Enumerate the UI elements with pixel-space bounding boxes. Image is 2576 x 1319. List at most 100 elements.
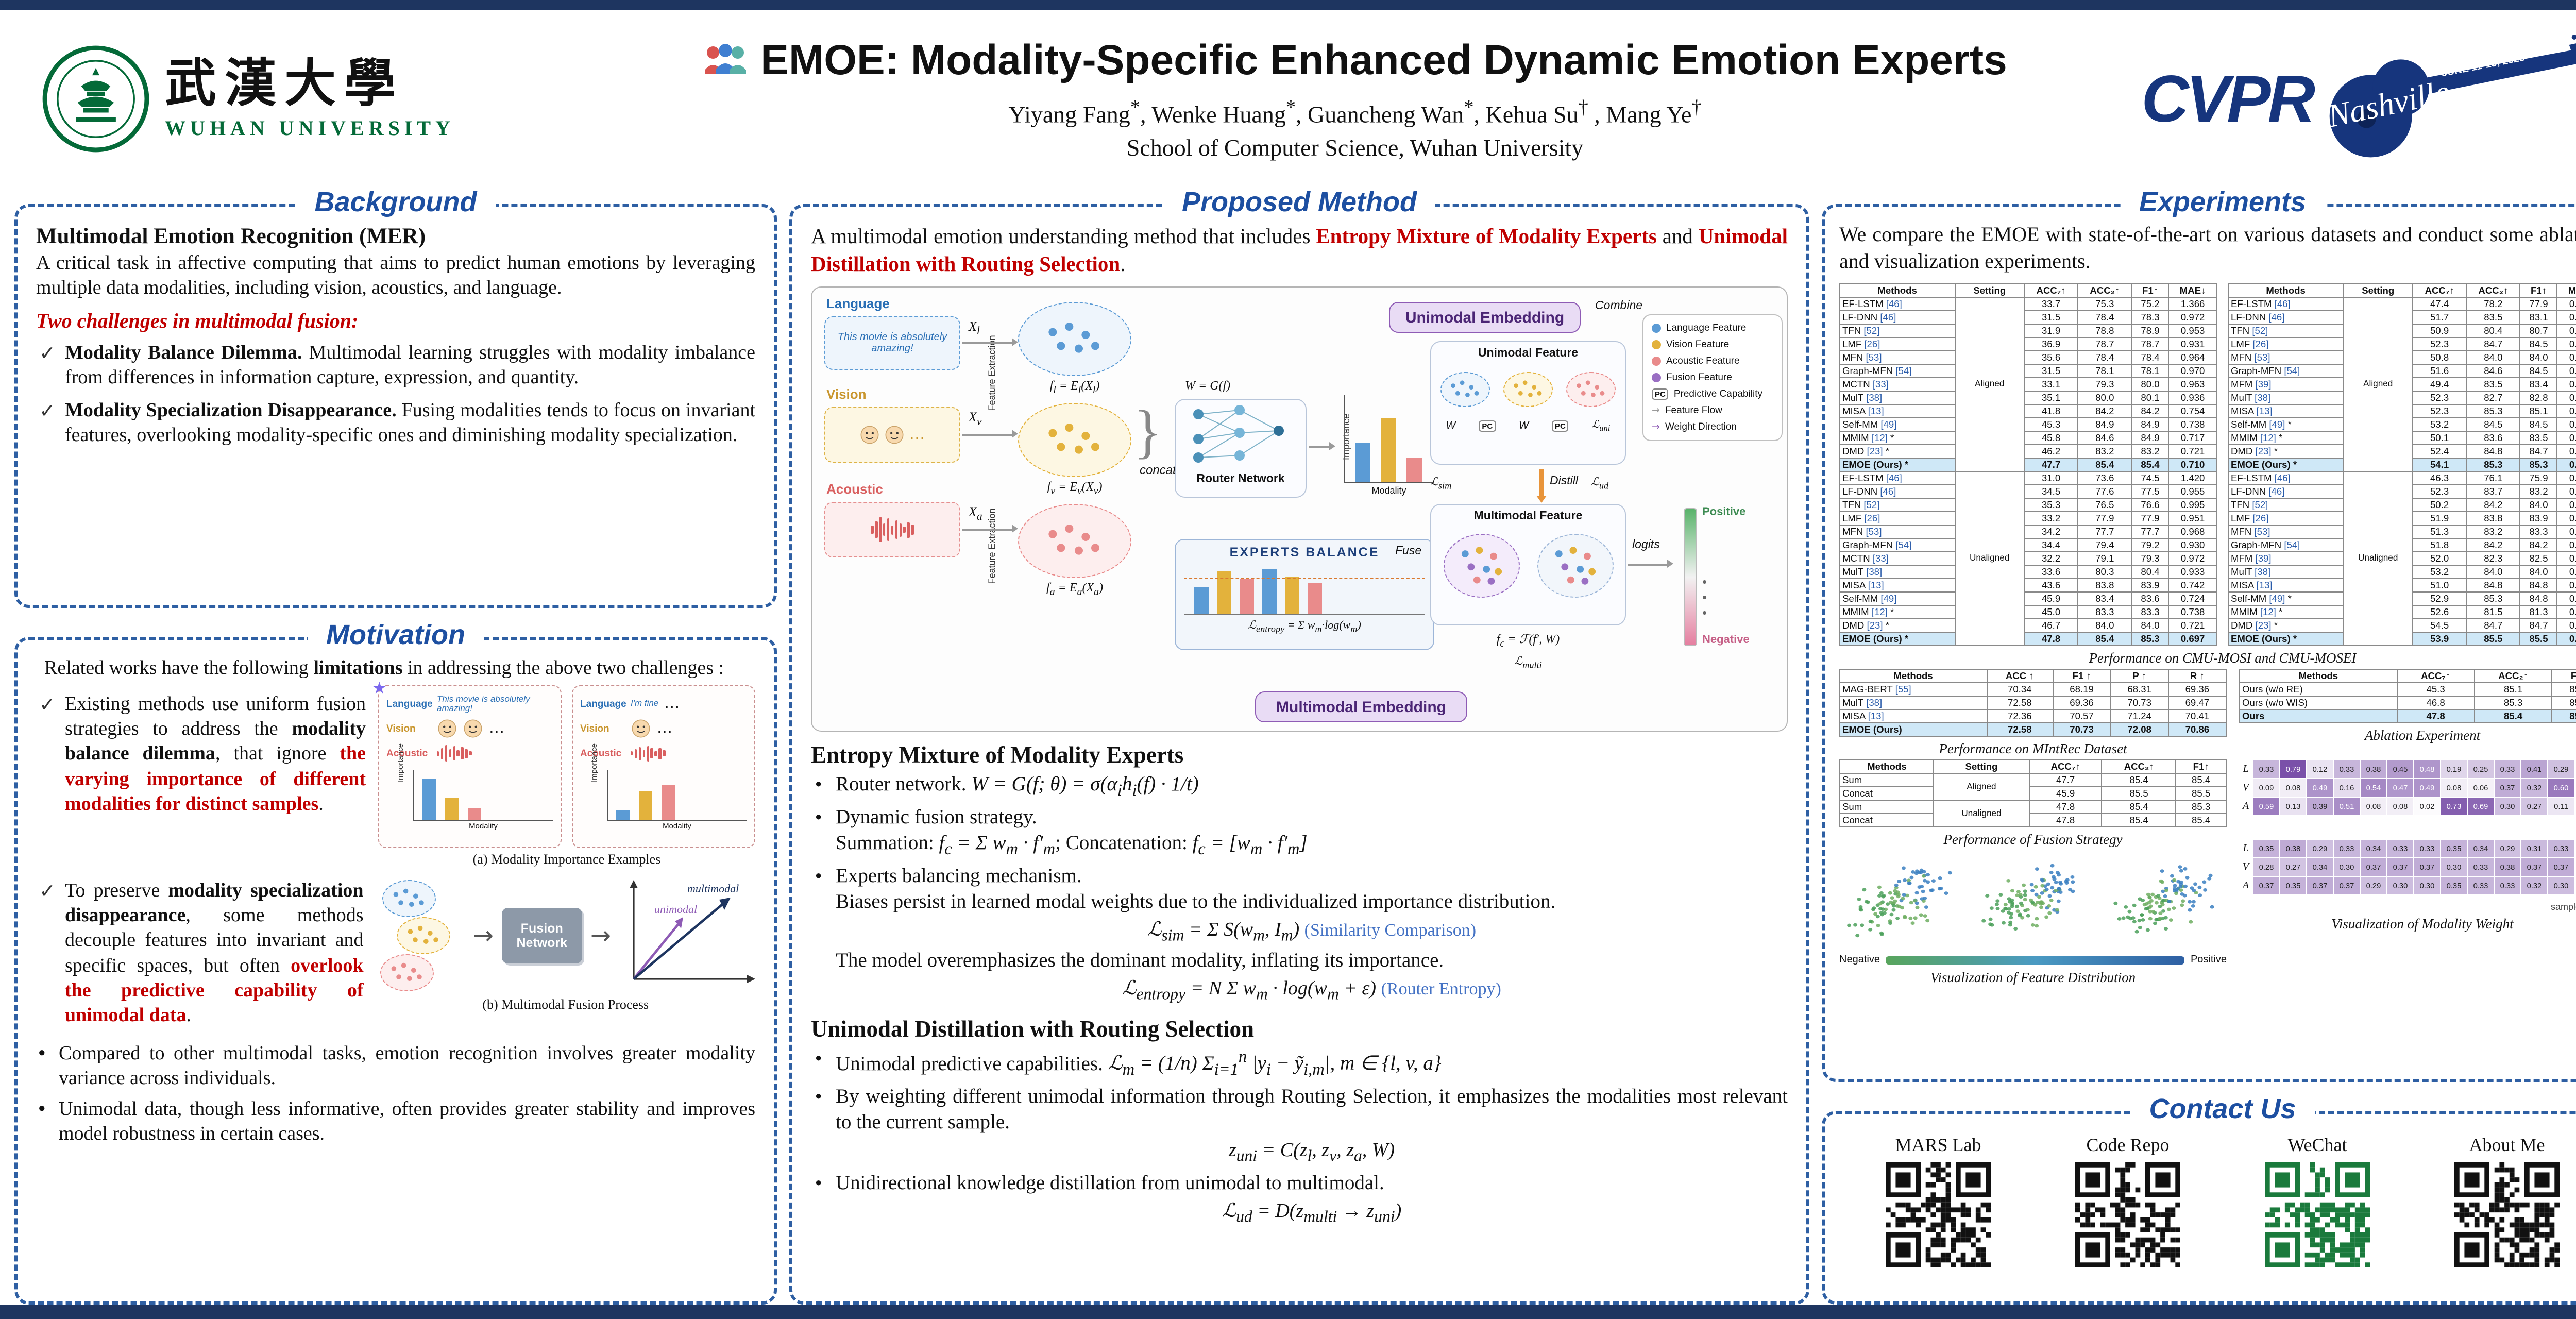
fusion-process-figure: → Fusion Network →	[376, 872, 755, 1013]
f-v-equation: fv = Ev(Xv)	[1047, 479, 1103, 498]
experts-balance-box: EXPERTS BALANCE ℒentropy = Σ wm·log(wm)	[1175, 539, 1434, 651]
limitation-item-2: To preserve modality specialization disa…	[36, 879, 364, 1028]
routing-selection-bullet: By weighting different unimodal informat…	[811, 1085, 1788, 1168]
unimodal-feature-label: Unimodal Feature	[1478, 347, 1579, 360]
motivation-bullet-1: Compared to other multimodal tasks, emot…	[36, 1042, 755, 1092]
qr-wechat: WeChat	[2265, 1135, 2370, 1267]
wuhan-university-logo: 武漢大學 WUHAN UNIVERSITY	[41, 44, 598, 154]
entropy-equation: ℒentropy = Σ wm·log(wm)	[1248, 619, 1361, 634]
challenges-heading: Two challenges in multimodal fusion:	[36, 310, 359, 333]
vision-feature-icon	[1652, 340, 1661, 350]
negative-label: Negative	[1839, 954, 1880, 966]
router-network-label: Router Network	[1196, 473, 1285, 486]
star-icon: ★	[372, 680, 387, 698]
experiments-intro: We compare the EMOE with state-of-the-ar…	[1839, 224, 2576, 273]
experts-balance-bars	[1184, 564, 1425, 616]
qr-code-icon	[2075, 1162, 2180, 1267]
brace: }	[1133, 398, 1162, 465]
experts-balancing-bullet: Experts balancing mechanism. Biases pers…	[811, 864, 1788, 1005]
poster-top-border	[0, 0, 2576, 10]
motivation-intro: Related works have the following limitat…	[44, 657, 724, 679]
poster-body: Background Multimodal Emotion Recognitio…	[14, 187, 2576, 1305]
scale-dots: •••	[1702, 574, 1707, 621]
left-column: Background Multimodal Emotion Recognitio…	[14, 187, 777, 1305]
multimodal-feature-panel: Multimodal Feature	[1430, 504, 1626, 626]
vision-input-box: …	[824, 407, 960, 463]
diagram-legend: Language Feature Vision Feature Acoustic…	[1642, 314, 1783, 442]
challenge-2-text: Fusing modalities tends to focus on inva…	[65, 399, 755, 446]
flow-arrow-icon: →	[472, 921, 494, 951]
challenge-1-text: Multimodal learning struggles with modal…	[65, 342, 755, 389]
fusion-axes-plot: unimodal multimodal	[630, 880, 755, 984]
motivation-row-1: Existing methods use uniform fusion stra…	[36, 680, 755, 868]
motivation-row-2: To preserve modality specialization disa…	[36, 872, 755, 1036]
motivation-title: Motivation	[308, 619, 484, 651]
acoustic-label: Acoustic	[826, 481, 883, 497]
acoustic-feature-icon	[1652, 357, 1661, 366]
feature-viz-caption: Visualization of Feature Distribution	[1930, 970, 2136, 985]
language-label: Language	[826, 296, 890, 312]
distillation-heading: Unimodal Distillation with Routing Selec…	[811, 1016, 1255, 1042]
negative-label: Negative	[1702, 634, 1750, 647]
background-title: Background	[296, 187, 496, 218]
waveform-icon	[871, 517, 914, 543]
language-input-box: This movie is absolutely amazing!	[824, 316, 960, 370]
multimodal-feature-label: Multimodal Feature	[1473, 510, 1583, 523]
wuhan-seal-icon	[42, 45, 149, 153]
motivation-bullet-2: Unimodal data, though less informative, …	[36, 1097, 755, 1147]
tsne-plot-1	[1839, 850, 1961, 953]
distillation-bullet: Unidirectional knowledge distillation fr…	[811, 1171, 1788, 1228]
language-feature-icon	[1652, 324, 1661, 333]
predictive-capability-icon: PC	[1652, 388, 1669, 400]
weight-direction-icon: →	[1652, 421, 1660, 433]
authors: Yiyang Fang*, Wenke Huang*, Guancheng Wa…	[1008, 97, 1702, 128]
unimodal-feature-panel: Unimodal Feature W PC W PC ℒuni	[1430, 341, 1626, 465]
concat-label: concat	[1140, 463, 1176, 478]
feature-distribution-plots	[1839, 850, 2227, 953]
modality-blobs	[376, 880, 465, 992]
x-l-label: Xl	[969, 318, 980, 338]
positive-label: Positive	[2190, 954, 2227, 966]
qr-label: WeChat	[2287, 1135, 2347, 1155]
header-center: EMOE: Modality-Specific Enhanced Dynamic…	[598, 36, 2112, 161]
qr-about-me: About Me	[2454, 1135, 2560, 1267]
colorbar-gradient	[1886, 956, 2184, 964]
right-column: Experiments We compare the EMOE with sta…	[1822, 187, 2576, 1305]
poster-title: EMOE: Modality-Specific Enhanced Dynamic…	[760, 36, 2007, 84]
waveform-icon	[437, 744, 472, 763]
mintrec-caption: Performance on MIntRec Dataset	[1939, 741, 2127, 756]
f-l-equation: fl = El(Xl)	[1049, 378, 1100, 397]
l-multi-label: ℒmulti	[1514, 655, 1542, 670]
qr-label: MARS Lab	[1895, 1135, 1981, 1155]
positive-label: Positive	[1702, 506, 1746, 519]
main-results-caption: Performance on CMU-MOSI and CMU-MOSEI	[2089, 650, 2357, 666]
weight-viz-caption: Visualization of Modality Weight	[2331, 916, 2514, 932]
qr-label: About Me	[2469, 1135, 2545, 1155]
challenge-1-lead: Modality Balance Dilemma.	[65, 342, 302, 364]
mer-description: A critical task in affective computing t…	[36, 252, 755, 299]
importance-mini-chart	[1344, 395, 1434, 484]
ablation-caption: Ablation Experiment	[2364, 728, 2481, 743]
figure-b-caption: (b) Multimodal Fusion Process	[482, 996, 649, 1012]
middle-column: Proposed Method A multimodal emotion und…	[789, 187, 1809, 1305]
challenge-2-lead: Modality Specialization Disappearance.	[65, 399, 397, 421]
mer-heading: Multimodal Emotion Recognition (MER)	[36, 224, 426, 248]
acoustic-experts-blob	[1018, 504, 1131, 579]
x-a-label: Xa	[969, 504, 982, 523]
router-weight-equation: W = G(f)	[1185, 378, 1231, 393]
acoustic-input-box	[824, 502, 960, 558]
router-network-box: Router Network	[1175, 399, 1307, 498]
experiments-section: Experiments We compare the EMOE with sta…	[1822, 187, 2576, 1082]
cvpr-logo: CVPR Nashville JUNE 11-15, 2025	[2112, 33, 2576, 165]
router-network-bullet: Router network. W = G(f; θ) = σ(αihi(f) …	[811, 773, 1788, 802]
method-title: Proposed Method	[1163, 187, 1435, 218]
